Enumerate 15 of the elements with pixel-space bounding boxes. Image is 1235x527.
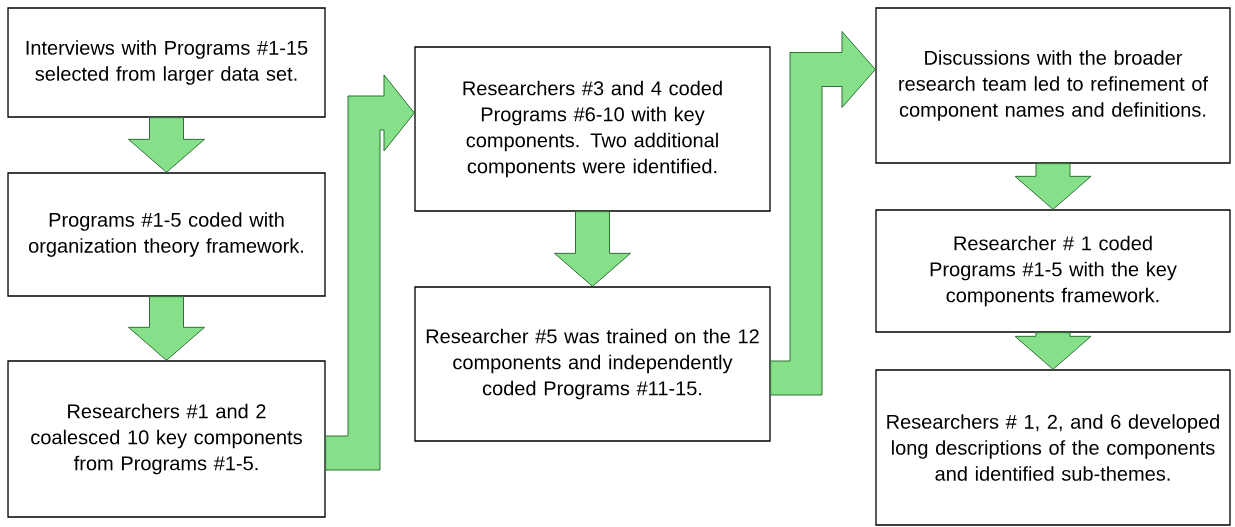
arrow — [325, 74, 415, 471]
process-box: Researchers #3 and 4 coded Programs #6-10 with key components. Two additional components were identified. — [414, 46, 771, 212]
arrow — [770, 31, 876, 396]
arrow — [128, 296, 205, 361]
process-box: Researcher # 1 coded Programs #1-5 with the key components framework. — [875, 209, 1231, 333]
arrow — [1014, 163, 1092, 210]
process-box: Discussions with the broader research team led to refinement of component names and definitions. — [875, 7, 1231, 164]
arrow — [1014, 332, 1092, 370]
process-box: Programs #1-5 coded with organization theory framework. — [7, 172, 326, 297]
process-box: Researchers # 1, 2, and 6 developed long descriptions of the components and identified sub-themes. — [875, 369, 1231, 526]
process-box: Researchers #1 and 2 coalesced 10 key components from Programs #1-5. — [7, 360, 326, 518]
arrow — [554, 211, 631, 287]
process-box: Interviews with Programs #1-15 selected from larger data set. — [7, 7, 326, 118]
process-box: Researcher #5 was trained on the 12 components and independently coded Programs #11-15. — [414, 286, 771, 442]
arrow — [128, 117, 205, 173]
